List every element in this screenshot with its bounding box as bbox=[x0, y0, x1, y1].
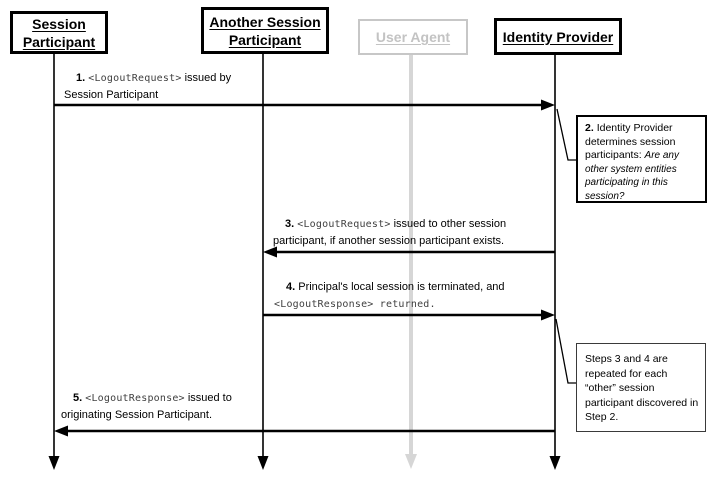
message-1-number: 1. bbox=[76, 72, 89, 84]
lifeline-end-arrowhead-another-session-participant bbox=[257, 456, 269, 470]
lifeline-end-arrowhead-user-agent bbox=[405, 454, 417, 469]
message-3-element-tag: <LogoutRequest> bbox=[297, 219, 391, 230]
message-3-label: 3. <LogoutRequest> issued to other sessi… bbox=[273, 216, 506, 250]
actor-label-session-participant: Session Participant bbox=[22, 15, 96, 50]
message-1-line-2: Session Participant bbox=[64, 89, 159, 101]
actor-label-user-agent: User Agent bbox=[375, 29, 451, 45]
message-5-arrowhead bbox=[54, 425, 68, 437]
message-3-arrowhead bbox=[263, 246, 277, 258]
message-4-line-1: 4. Principal's local session is terminat… bbox=[286, 281, 505, 293]
message-5-number: 5. bbox=[73, 392, 86, 404]
message-3-number: 3. bbox=[285, 218, 298, 230]
actor-label-identity-provider: Identity Provider bbox=[502, 28, 614, 45]
actor-label-another-session-participant: Another Session Participant bbox=[209, 13, 321, 48]
message-4-element-tag: <LogoutResponse> returned. bbox=[274, 299, 436, 310]
lifeline-end-arrowhead-identity-provider bbox=[549, 456, 561, 470]
message-5-element-tag: <LogoutResponse> bbox=[85, 393, 185, 404]
lifeline-end-arrowhead-session-participant bbox=[48, 456, 60, 470]
message-5-label: 5. <LogoutResponse> issued to originatin… bbox=[61, 390, 232, 424]
actor-box-identity-provider: Identity Provider bbox=[494, 18, 622, 55]
message-1-arrowhead bbox=[541, 99, 555, 111]
actor-box-user-agent: User Agent bbox=[358, 19, 468, 55]
message-3-line-1: 3. <LogoutRequest> issued to other sessi… bbox=[285, 218, 507, 230]
message-5-line-1: 5. <LogoutResponse> issued to bbox=[73, 392, 232, 404]
note-steps-3-4: Steps 3 and 4 are repeated for each “oth… bbox=[576, 343, 706, 432]
note-steps-3-4-connector bbox=[555, 318, 576, 384]
message-3-line-2: participant, if another session particip… bbox=[273, 235, 505, 247]
message-5-line-2: originating Session Participant. bbox=[61, 409, 213, 421]
message-1-element-tag: <LogoutRequest> bbox=[88, 73, 182, 84]
message-4-line-2: <LogoutResponse> returned. bbox=[274, 296, 505, 313]
note-step-2: 2. Identity Provider determines session … bbox=[576, 115, 707, 203]
message-4-number: 4. bbox=[286, 281, 299, 293]
actor-box-session-participant: Session Participant bbox=[10, 11, 108, 54]
note-step-2-number: 2. bbox=[585, 122, 597, 134]
actor-box-another-session-participant: Another Session Participant bbox=[201, 7, 329, 54]
message-1-label: 1. <LogoutRequest> issued by Session Par… bbox=[64, 70, 231, 104]
message-4-arrowhead bbox=[541, 309, 555, 321]
message-4-label: 4. Principal's local session is terminat… bbox=[274, 279, 505, 313]
note-step-2-question: Are any other system entities participat… bbox=[585, 150, 679, 202]
message-1-line-1: 1. <LogoutRequest> issued by bbox=[76, 72, 232, 84]
note-2-connector bbox=[556, 108, 576, 161]
